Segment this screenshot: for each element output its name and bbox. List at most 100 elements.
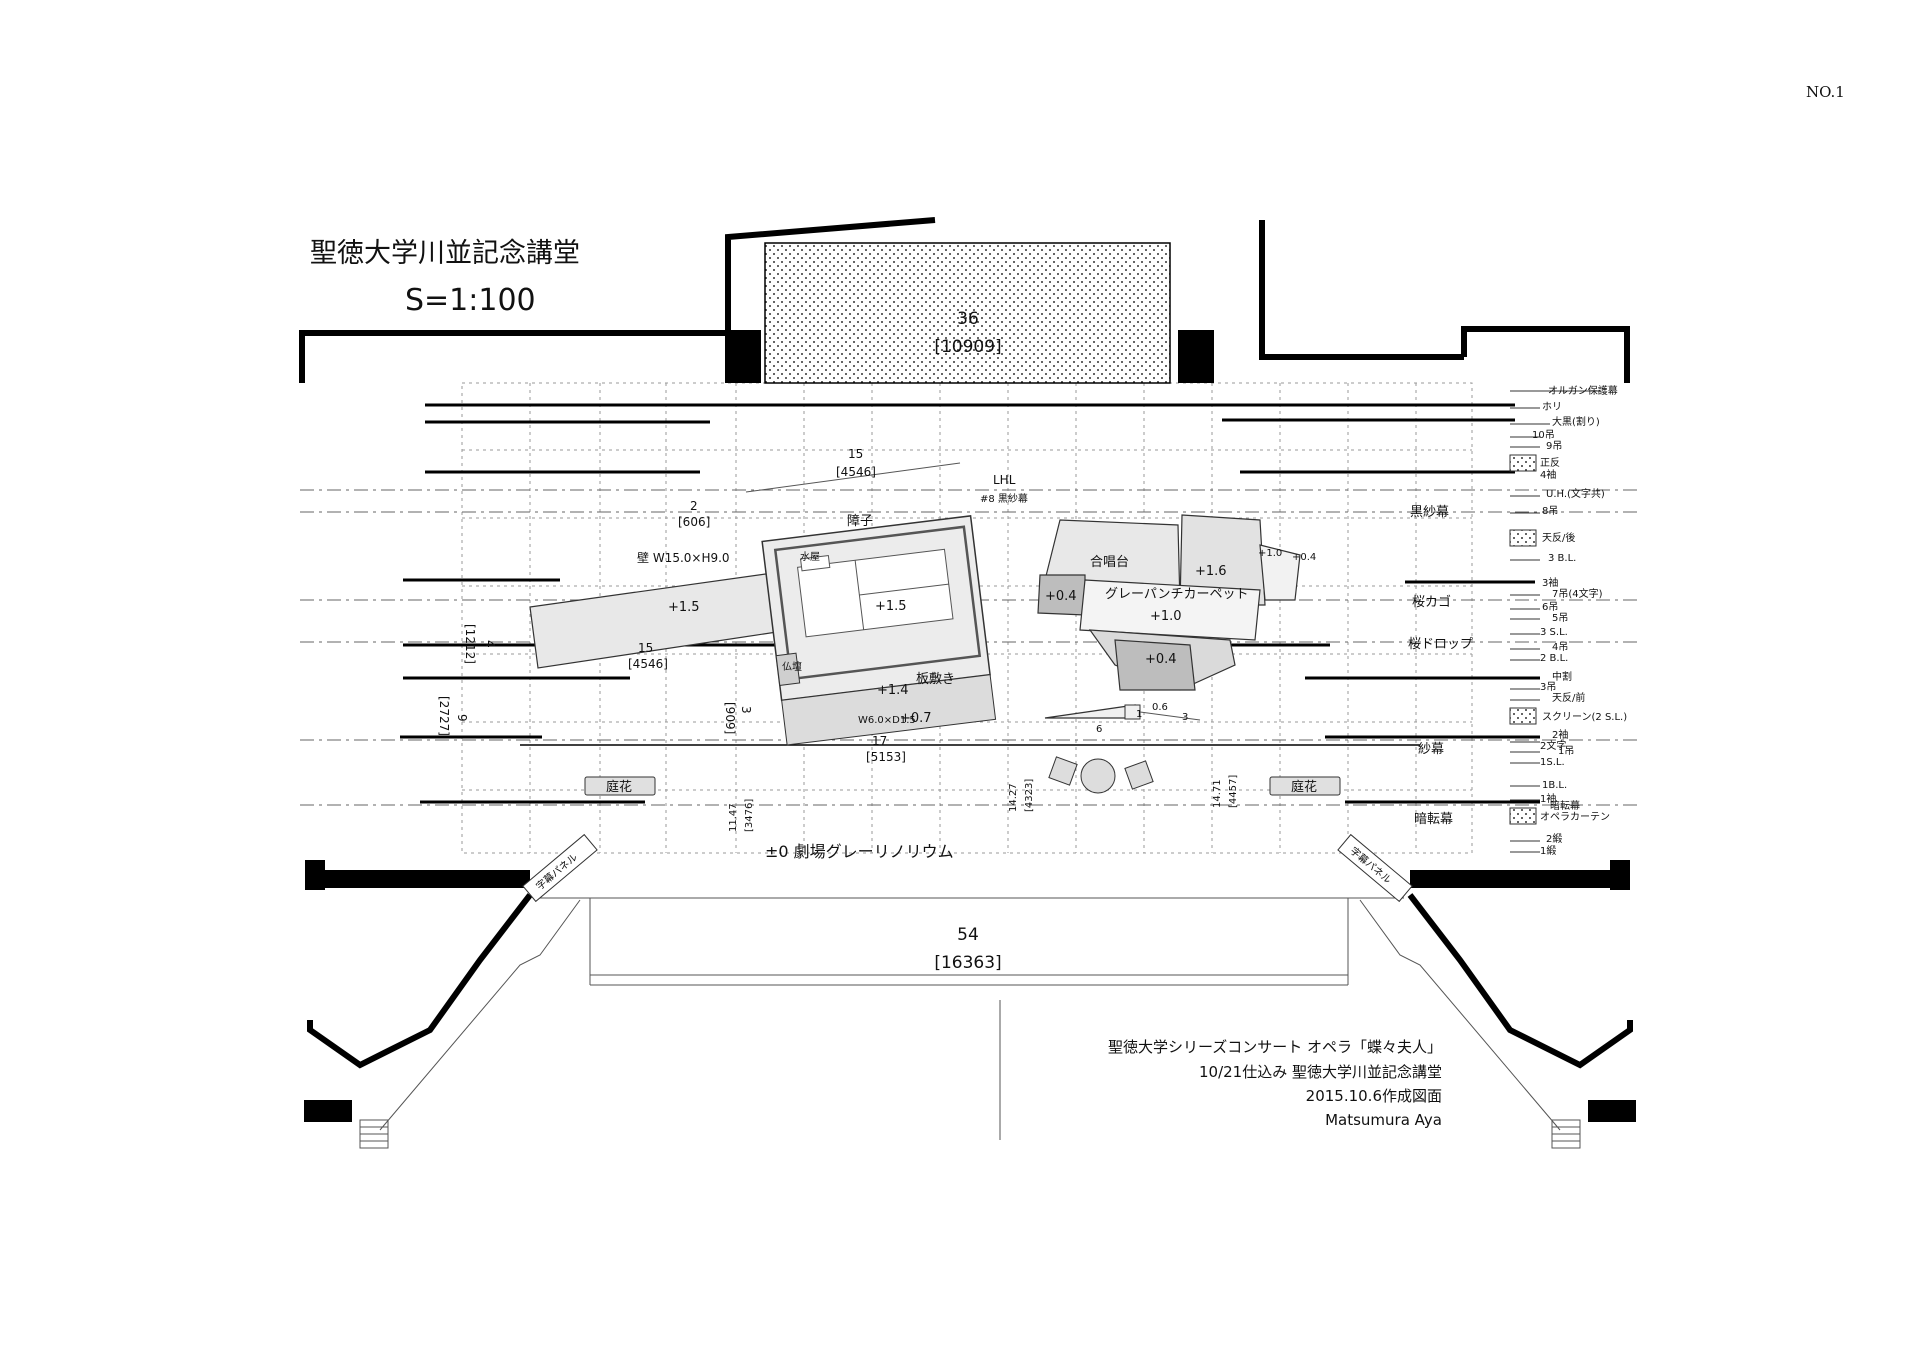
- label-sakura-drop: 桜ドロップ: [1408, 637, 1473, 652]
- svg-text:10吊: 10吊: [1532, 429, 1555, 441]
- svg-text:1S.L.: 1S.L.: [1540, 757, 1565, 768]
- building-walls: [299, 217, 1636, 1122]
- top-width-dim: 36: [957, 309, 979, 329]
- step-height: +0.7: [900, 711, 932, 726]
- svg-text:15: 15: [848, 447, 863, 461]
- svg-text:正反: 正反: [1540, 457, 1560, 469]
- wall-note: 壁 W15.0×H9.0: [637, 550, 730, 565]
- furniture: [1048, 756, 1154, 794]
- auditorium-outline: [379, 897, 1561, 1140]
- svg-text:3: 3: [739, 706, 753, 714]
- svg-text:14.71: 14.71: [1212, 779, 1223, 808]
- svg-text:8吊: 8吊: [1542, 505, 1558, 517]
- svg-text:3 B.L.: 3 B.L.: [1548, 553, 1576, 564]
- choir-height-04a: +0.4: [1292, 552, 1316, 563]
- svg-text:聖徳大学シリーズコンサート オペラ「蝶々夫人」: 聖徳大学シリーズコンサート オペラ「蝶々夫人」: [1108, 1038, 1442, 1056]
- svg-text:6吊: 6吊: [1542, 601, 1558, 613]
- svg-text:[1212]: [1212]: [463, 624, 477, 664]
- lhl-note: #8 黒紗幕: [980, 492, 1028, 505]
- stairs: [359, 1119, 1581, 1149]
- svg-text:3 S.L.: 3 S.L.: [1540, 627, 1568, 638]
- svg-text:9吊: 9吊: [1546, 440, 1562, 452]
- svg-text:[4546]: [4546]: [836, 465, 876, 479]
- svg-text:1: 1: [1136, 709, 1142, 720]
- house-height: +1.5: [875, 599, 907, 614]
- choir-height-16: +1.6: [1195, 564, 1227, 579]
- subtitle-panel-right: 字幕パネル: [1337, 833, 1413, 903]
- dimension-labels: 15 [4546] 2 [606] 4 [1212] 9 [2727] 15 […: [437, 447, 1239, 832]
- svg-text:2: 2: [690, 499, 698, 513]
- venue-title: 聖徳大学川並記念講堂: [310, 238, 580, 269]
- info-block: 聖徳大学シリーズコンサート オペラ「蝶々夫人」 10/21仕込み 聖徳大学川並記…: [1108, 1038, 1442, 1129]
- svg-text:U.H.(文字共): U.H.(文字共): [1546, 487, 1605, 500]
- svg-text:オペラカーテン: オペラカーテン: [1540, 811, 1610, 823]
- lhl-label: LHL: [993, 473, 1016, 487]
- svg-text:2015.10.6作成図面: 2015.10.6作成図面: [1306, 1087, 1442, 1105]
- svg-text:大黒(割り): 大黒(割り): [1552, 415, 1600, 428]
- batten-leaders: [1509, 390, 1600, 853]
- svg-text:11.47: 11.47: [728, 803, 739, 832]
- svg-text:中割: 中割: [1552, 670, 1572, 683]
- svg-text:3: 3: [1182, 712, 1188, 723]
- wall-platform: +1.5 壁 W15.0×H9.0: [529, 550, 791, 669]
- choir-platform: [1037, 514, 1301, 691]
- svg-text:1B.L.: 1B.L.: [1542, 780, 1567, 791]
- svg-text:6: 6: [1096, 724, 1102, 735]
- svg-text:天反/前: 天反/前: [1552, 691, 1585, 704]
- svg-text:[16363]: [16363]: [934, 953, 1001, 973]
- label-kurosha: 黒紗幕: [1410, 505, 1449, 520]
- svg-text:[2727]: [2727]: [437, 696, 451, 736]
- svg-text:10/21仕込み 聖徳大学川並記念講堂: 10/21仕込み 聖徳大学川並記念講堂: [1199, 1063, 1442, 1081]
- svg-text:Matsumura Aya: Matsumura Aya: [1325, 1111, 1442, 1129]
- label-shamaku: 紗幕: [1418, 742, 1444, 757]
- svg-text:0.6: 0.6: [1152, 702, 1168, 713]
- svg-text:1袖: 1袖: [1540, 792, 1556, 805]
- floor-label: ±0 劇場グレーリノリウム: [765, 842, 954, 861]
- svg-text:オルガン保護幕: オルガン保護幕: [1548, 384, 1618, 397]
- svg-text:4袖: 4袖: [1540, 468, 1556, 481]
- carpet-label: グレーパンチカーペット: [1105, 587, 1249, 602]
- batten-labels: オルガン保護幕 ホリ 大黒(割り) 10吊 9吊 正反 4袖 U.H.(文字共)…: [1532, 384, 1627, 857]
- label-anten: 暗転幕: [1414, 812, 1453, 827]
- svg-text:17: 17: [872, 734, 887, 748]
- svg-text:3吊: 3吊: [1540, 681, 1556, 693]
- svg-text:ホリ: ホリ: [1542, 401, 1562, 413]
- svg-text:4: 4: [483, 640, 497, 648]
- choir-height-04b: +0.4: [1045, 589, 1077, 604]
- svg-text:3袖: 3袖: [1542, 576, 1558, 589]
- svg-text:庭花: 庭花: [606, 779, 632, 795]
- svg-text:[3476]: [3476]: [744, 799, 755, 832]
- svg-text:[5153]: [5153]: [866, 750, 906, 764]
- svg-text:[4457]: [4457]: [1228, 775, 1239, 808]
- top-width-mm: [10909]: [934, 337, 1001, 357]
- step-size-label: W6.0×D1.5: [858, 715, 916, 726]
- svg-text:5吊: 5吊: [1552, 612, 1568, 624]
- wall-platform-height: +1.5: [668, 600, 700, 615]
- svg-text:[909]: [909]: [723, 702, 737, 734]
- subtitle-panel-left: 字幕パネル: [522, 833, 598, 903]
- svg-text:庭花: 庭花: [1291, 779, 1317, 795]
- svg-text:天反/後: 天反/後: [1542, 531, 1575, 544]
- shoji-label: 障子: [847, 514, 873, 529]
- page-number: NO.1: [1806, 83, 1845, 101]
- svg-text:[4546]: [4546]: [628, 657, 668, 671]
- svg-text:2文字: 2文字: [1540, 739, 1566, 752]
- scale-label: S=1:100: [405, 283, 536, 318]
- svg-text:9: 9: [455, 714, 469, 722]
- choir-label: 合唱台: [1090, 555, 1129, 570]
- garden-flower-left: 庭花: [584, 776, 656, 796]
- choir-height-10a: +1.0: [1258, 548, 1282, 559]
- mizuya-label: 水屋: [800, 551, 820, 563]
- svg-text:[4323]: [4323]: [1024, 779, 1035, 812]
- itashiki-label: 板敷き: [916, 672, 955, 687]
- back-stage-area: [764, 242, 1171, 384]
- svg-text:14.27: 14.27: [1008, 783, 1019, 812]
- veranda-height: +1.4: [877, 683, 909, 698]
- svg-text:2袖: 2袖: [1552, 728, 1568, 741]
- svg-text:1緞: 1緞: [1540, 844, 1556, 857]
- svg-text:4吊: 4吊: [1552, 641, 1568, 653]
- choir-height-10b: +1.0: [1150, 609, 1182, 624]
- ramp: 1 0.6 3 6: [1044, 702, 1201, 735]
- butsudan-label: 仏壇: [782, 660, 802, 673]
- house-set: [761, 515, 997, 746]
